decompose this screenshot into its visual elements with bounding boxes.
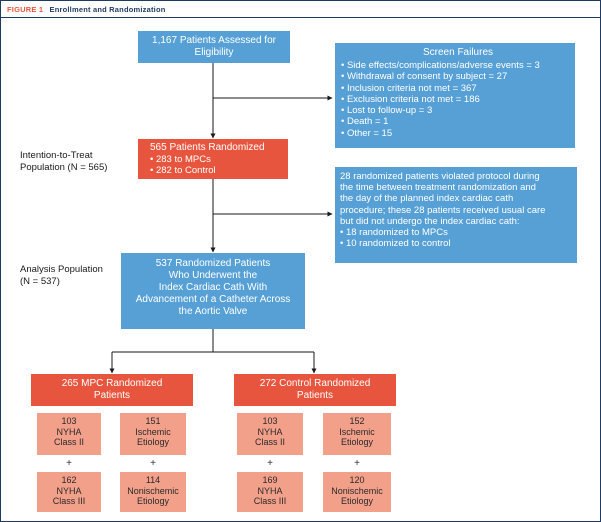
screen-failures-box: Screen Failures Side effects/complicatio… [335, 43, 575, 148]
list-item: Death = 1 [341, 116, 575, 127]
analysis-population-label: Analysis Population (N = 537) [20, 264, 103, 287]
mpc-nyha-class-iii-box: 162 NYHA Class III [37, 472, 101, 512]
protocol-violation-box: 28 randomized patients violated protocol… [335, 167, 577, 263]
list-item: 10 randomized to control [340, 238, 577, 249]
plus-sign: + [267, 458, 273, 469]
assessed-box: 1,167 Patients Assessed for Eligibility [138, 31, 290, 63]
screen-failures-title: Screen Failures [422, 47, 494, 58]
control-group-box: 272 Control Randomized Patients [234, 374, 396, 406]
list-item: Lost to follow-up = 3 [341, 105, 575, 116]
list-item: 283 to MPCs [150, 154, 288, 165]
protocol-violation-text: 28 randomized patients violated protocol… [340, 171, 546, 227]
screen-failures-list: Side effects/complications/adverse event… [341, 60, 575, 139]
mpc-nyha-class-ii-box: 103 NYHA Class II [37, 413, 101, 455]
list-item: Withdrawal of consent by subject = 27 [341, 71, 575, 82]
plus-sign: + [66, 458, 72, 469]
list-item: 18 randomized to MPCs [340, 227, 577, 238]
plus-sign: + [150, 458, 156, 469]
list-item: Inclusion criteria not met = 367 [341, 83, 575, 94]
analysis-box: 537 Randomized Patients Who Underwent th… [121, 253, 305, 329]
list-item: Other = 15 [341, 128, 575, 139]
randomized-title: 565 Patients Randomized [150, 142, 265, 153]
mpc-nonischemic-box: 114 Nonischemic Etiology [120, 472, 186, 512]
plus-sign: + [354, 458, 360, 469]
list-item: Side effects/complications/adverse event… [341, 60, 575, 71]
control-nonischemic-box: 120 Nonischemic Etiology [323, 472, 391, 512]
itt-population-label: Intention-to-Treat Population (N = 565) [20, 150, 108, 173]
mpc-group-box: 265 MPC Randomized Patients [31, 374, 193, 406]
control-ischemic-box: 152 Ischemic Etiology [323, 413, 391, 455]
control-nyha-class-iii-box: 169 NYHA Class III [237, 472, 303, 512]
randomized-box: 565 Patients Randomized 283 to MPCs 282 … [138, 139, 288, 179]
figure-title: Enrollment and Randomization [49, 5, 166, 14]
figure-header: FIGURE 1 Enrollment and Randomization [1, 1, 600, 18]
figure-label: FIGURE 1 [7, 5, 44, 14]
list-item: Exclusion criteria not met = 186 [341, 94, 575, 105]
list-item: 282 to Control [150, 165, 288, 176]
mpc-ischemic-box: 151 Ischemic Etiology [120, 413, 186, 455]
control-nyha-class-ii-box: 103 NYHA Class II [237, 413, 303, 455]
